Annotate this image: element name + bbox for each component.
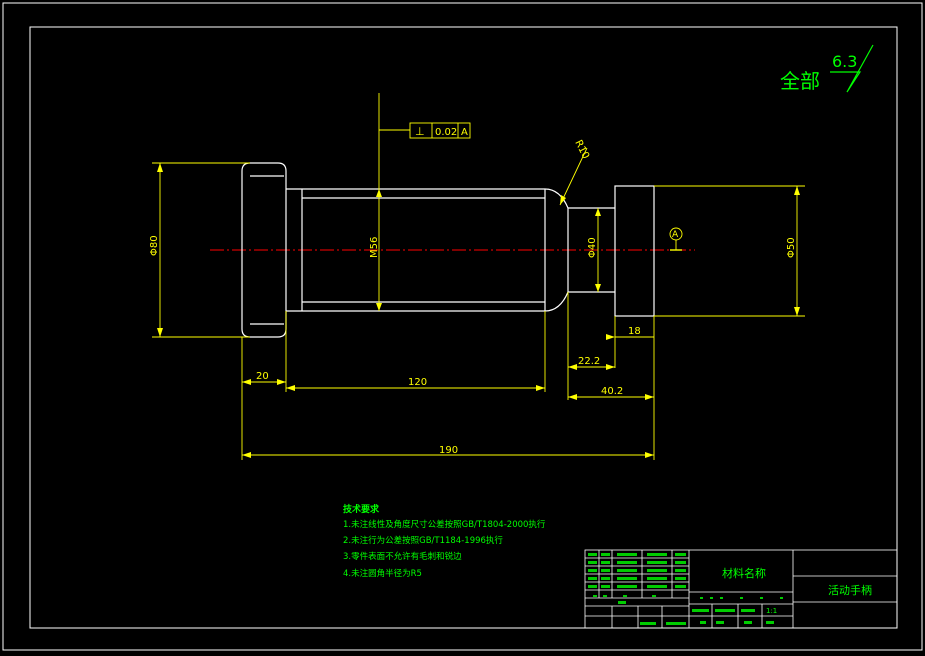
scale-value: 1:1 [766, 607, 777, 615]
dim-120: 120 [408, 377, 427, 388]
tech-item-1: 1.未注线性及角度尺寸公差按照GB/T1804-2000执行 [343, 519, 546, 530]
tech-item-2: 2.未注行为公差按照GB/T1184-1996执行 [343, 535, 503, 546]
part-name: 活动手柄 [828, 583, 872, 597]
dim-dia-40: Φ40 [587, 237, 598, 258]
dim-dia-80: Φ80 [149, 235, 160, 256]
dim-190: 190 [439, 445, 458, 456]
title-block [584, 549, 898, 629]
tech-item-3: 3.零件表面不允许有毛刺和锐边 [343, 551, 462, 562]
dimension-arrows [157, 163, 800, 458]
datum-marker-label: A [672, 230, 679, 240]
dim-20: 20 [256, 371, 269, 382]
tech-requirements: 技术要求 1.未注线性及角度尺寸公差按照GB/T1804-2000执行 2.未注… [343, 503, 546, 579]
surface-finish-symbol: 全部 6.3 [780, 44, 874, 93]
tolerance-frame: ⊥ 0.02 A [409, 122, 471, 139]
dimension-lines [152, 93, 805, 460]
part-outline [241, 162, 655, 338]
dim-22-2: 22.2 [578, 356, 600, 367]
tech-title: 技术要求 [343, 503, 380, 515]
dim-40-2: 40.2 [601, 386, 623, 397]
title-block-cell-marks [588, 553, 783, 625]
datum-marker: A [669, 227, 683, 251]
material-label: 材料名称 [722, 566, 766, 580]
inner-frame [29, 26, 898, 629]
dim-18: 18 [628, 326, 641, 337]
dim-r10: R10 [572, 138, 591, 161]
title-block-texts: 材料名称 活动手柄 1:1 [722, 566, 872, 615]
dim-dia-50: Φ50 [786, 237, 797, 258]
tolerance-symbol: ⊥ [415, 125, 425, 138]
surface-finish-value: 6.3 [832, 52, 857, 71]
tolerance-value: 0.02 [435, 127, 457, 138]
dim-m56: M56 [369, 237, 380, 258]
tech-item-4: 4.未注圆角半径为R5 [343, 568, 422, 579]
surface-finish-label: 全部 [780, 69, 820, 93]
tolerance-datum: A [461, 127, 468, 138]
